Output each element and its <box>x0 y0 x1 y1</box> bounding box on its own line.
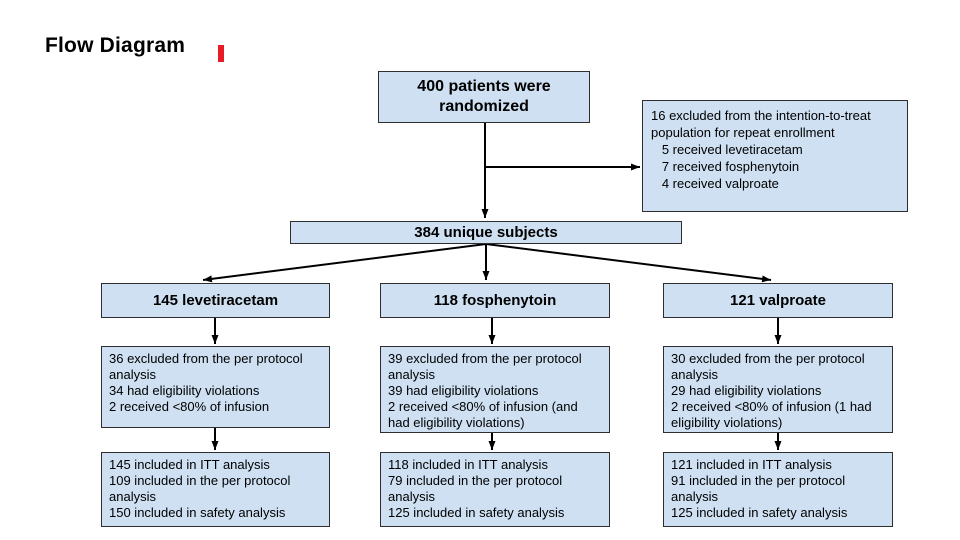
box-analysis-valproate: 121 included in ITT analysis 91 included… <box>663 452 893 527</box>
text-line: 4 received valproate <box>651 176 779 191</box>
text-line: 29 had eligibility violations <box>671 383 822 398</box>
text-line: 2 received <80% of infusion (and had eli… <box>388 399 582 430</box>
box-analysis-levetiracetam: 145 included in ITT analysis 109 include… <box>101 452 330 527</box>
connector-unique-to-valproate <box>485 243 772 283</box>
text-line: 2 received <80% of infusion <box>109 399 270 414</box>
text-line: 91 included in the per protocol analysis <box>671 473 849 504</box>
text-line: 7 received fosphenytoin <box>651 159 800 174</box>
text-line: 34 had eligibility violations <box>109 383 260 398</box>
red-footnote-mark <box>218 45 224 62</box>
box-excl-fosphenytoin: 39 excluded from the per protocol analys… <box>380 346 610 433</box>
text-line: 79 included in the per protocol analysis <box>388 473 566 504</box>
text-line: 118 included in ITT analysis <box>388 457 548 472</box>
text-line: 125 included in safety analysis <box>388 505 565 520</box>
text-line: 5 received levetiracetam <box>651 142 803 157</box>
text-line: 39 had eligibility violations <box>388 383 539 398</box>
connector-unique-to-levetiracetam <box>202 243 487 283</box>
box-arm-valproate: 121 valproate <box>663 283 893 318</box>
text-line: 109 included in the per protocol analysi… <box>109 473 295 504</box>
box-excl-levetiracetam: 36 excluded from the per protocol analys… <box>101 346 330 428</box>
text-line: 125 included in safety analysis <box>671 505 848 520</box>
box-unique-subjects: 384 unique subjects <box>290 221 682 244</box>
box-itt-exclusion: 16 excluded from the intention-to-treat … <box>642 100 908 212</box>
text-line: 30 excluded from the per protocol analys… <box>671 351 869 382</box>
page-title: Flow Diagram <box>45 34 186 57</box>
box-excl-valproate: 30 excluded from the per protocol analys… <box>663 346 893 433</box>
box-arm-levetiracetam: 145 levetiracetam <box>101 283 330 318</box>
text-line: 121 included in ITT analysis <box>671 457 832 472</box>
box-randomized: 400 patients were randomized <box>378 71 590 123</box>
text-line: 150 included in safety analysis <box>109 505 286 520</box>
text-line: 16 excluded from the intention-to-treat … <box>651 108 875 140</box>
text-line: 39 excluded from the per protocol analys… <box>388 351 586 382</box>
box-arm-fosphenytoin: 118 fosphenytoin <box>380 283 610 318</box>
text-line: 36 excluded from the per protocol analys… <box>109 351 307 382</box>
box-analysis-fosphenytoin: 118 included in ITT analysis 79 included… <box>380 452 610 527</box>
text-line: 2 received <80% of infusion (1 had eligi… <box>671 399 876 430</box>
text-line: 145 included in ITT analysis <box>109 457 270 472</box>
